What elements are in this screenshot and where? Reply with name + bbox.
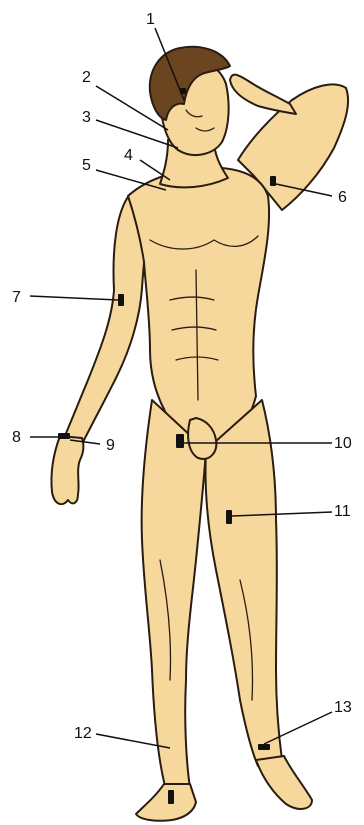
label-3: 3: [82, 109, 91, 126]
label-6: 6: [338, 189, 347, 206]
raised-forearm: [230, 75, 296, 114]
marker-6: [270, 176, 276, 186]
torso: [128, 168, 269, 452]
label-8: 8: [12, 429, 21, 446]
marker-10: [176, 434, 184, 448]
label-12: 12: [74, 725, 92, 742]
marker-12: [168, 790, 174, 804]
right-leg: [205, 400, 282, 766]
label-10: 10: [334, 435, 352, 452]
left-hand: [51, 436, 83, 504]
human-figure: [51, 47, 348, 821]
marker-11: [226, 510, 232, 524]
marker-7: [118, 294, 124, 306]
label-5: 5: [82, 157, 91, 174]
label-4: 4: [124, 147, 133, 164]
marker-8-9: [58, 433, 70, 439]
label-13: 13: [334, 699, 352, 716]
label-9: 9: [106, 437, 115, 454]
marker-13: [258, 744, 270, 750]
right-foot: [256, 756, 312, 809]
label-1: 1: [146, 11, 155, 28]
left-foot: [136, 784, 196, 821]
label-7: 7: [12, 289, 21, 306]
left-leg: [142, 400, 206, 790]
label-2: 2: [82, 69, 91, 86]
leader-7: [30, 296, 118, 300]
label-11: 11: [334, 503, 351, 520]
